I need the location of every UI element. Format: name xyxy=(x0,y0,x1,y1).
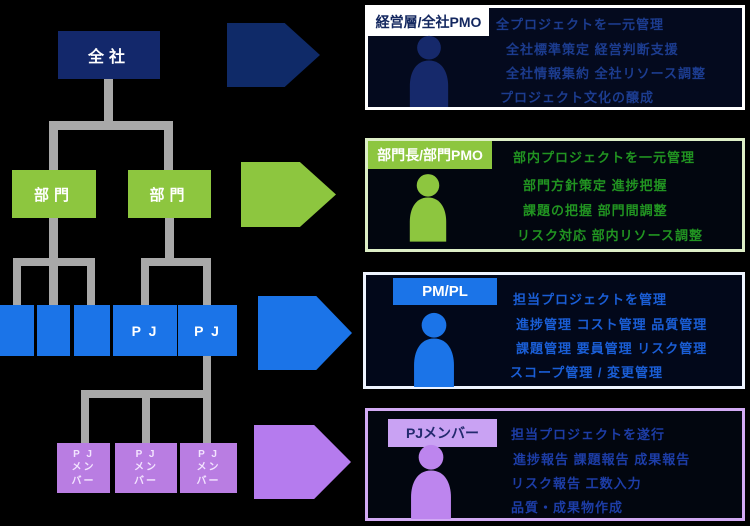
role-duty-line: 課題管理 要員管理 リスク管理 xyxy=(516,341,708,356)
right-arrow-purple xyxy=(254,425,351,499)
role-duty-line: 部内プロジェクトを一元管理 xyxy=(513,150,696,165)
role-title-badge: PM/PL xyxy=(393,278,497,305)
connector-line xyxy=(49,218,58,266)
connector-line xyxy=(104,79,113,123)
member-label-line: バー xyxy=(134,475,158,487)
role-duty-line: 全プロジェクトを一元管理 xyxy=(496,17,665,32)
person-icon xyxy=(409,35,449,107)
connector-line xyxy=(81,390,211,398)
connector-line xyxy=(87,266,95,305)
connector-line xyxy=(49,121,58,170)
role-duty-line: 担当プロジェクトを管理 xyxy=(513,292,668,307)
role-duty-line: 品質・成果物作成 xyxy=(511,500,624,515)
org-node-pj-member: P J メン バー xyxy=(115,443,177,493)
role-duty-line: 部門方針策定 進捗把握 xyxy=(523,178,668,193)
connector-line xyxy=(49,266,58,305)
role-duty-line: 課題の把握 部門間調整 xyxy=(523,203,668,218)
connector-line xyxy=(142,398,150,443)
member-label-line: メン xyxy=(134,462,158,474)
connector-line xyxy=(165,218,174,266)
role-duty-line: リスク報告 工数入力 xyxy=(511,476,642,491)
org-node-company: 全社 xyxy=(58,31,160,79)
connector-line xyxy=(13,258,95,266)
member-label-line: P J xyxy=(198,449,219,461)
right-arrow-navy xyxy=(227,23,320,87)
connector-line xyxy=(203,356,211,394)
member-label-line: メン xyxy=(196,462,221,474)
right-arrow-blue xyxy=(258,296,352,370)
person-icon xyxy=(411,444,451,519)
member-label-line: バー xyxy=(71,475,96,487)
org-node-project xyxy=(74,305,110,356)
role-duty-line: 担当プロジェクトを遂行 xyxy=(511,427,666,442)
org-node-project xyxy=(37,305,70,356)
connector-line xyxy=(13,266,21,305)
connector-line xyxy=(164,121,173,170)
org-node-department: 部門 xyxy=(12,170,96,218)
connector-line xyxy=(141,266,149,305)
member-label-line: P J xyxy=(135,449,157,461)
role-title-badge: PJメンバー xyxy=(388,419,497,447)
connector-line xyxy=(49,121,173,130)
role-duty-line: 全社標準策定 経営判断支援 xyxy=(506,42,679,57)
connector-line xyxy=(141,258,211,266)
org-node-pj-member: P J メン バー xyxy=(57,443,110,493)
member-label-line: バー xyxy=(196,475,221,487)
role-duty-line: プロジェクト文化の醸成 xyxy=(500,90,655,105)
connector-line xyxy=(203,266,211,305)
person-icon xyxy=(409,174,447,242)
role-duty-line: スコープ管理 / 変更管理 xyxy=(510,365,664,380)
role-duty-line: リスク対応 部内リソース調整 xyxy=(517,228,703,243)
person-icon xyxy=(414,312,454,387)
org-node-department: 部門 xyxy=(128,170,211,218)
connector-line xyxy=(203,398,211,443)
org-node-project: P J xyxy=(113,305,177,356)
org-node-pj-member: P J メン バー xyxy=(180,443,237,493)
role-duty-line: 全社情報集約 全社リソース調整 xyxy=(506,66,706,81)
org-node-project xyxy=(0,305,34,356)
role-title-badge: 経営層/全社PMO xyxy=(368,8,489,36)
right-arrow-green xyxy=(241,162,336,227)
member-label-line: P J xyxy=(73,449,94,461)
org-node-project: P J xyxy=(178,305,237,356)
connector-line xyxy=(81,398,89,443)
role-title-badge: 部門長/部門PMO xyxy=(368,141,492,169)
role-duty-line: 進捗管理 コスト管理 品質管理 xyxy=(516,317,708,332)
role-duty-line: 進捗報告 課題報告 成果報告 xyxy=(513,452,691,467)
member-label-line: メン xyxy=(71,462,96,474)
